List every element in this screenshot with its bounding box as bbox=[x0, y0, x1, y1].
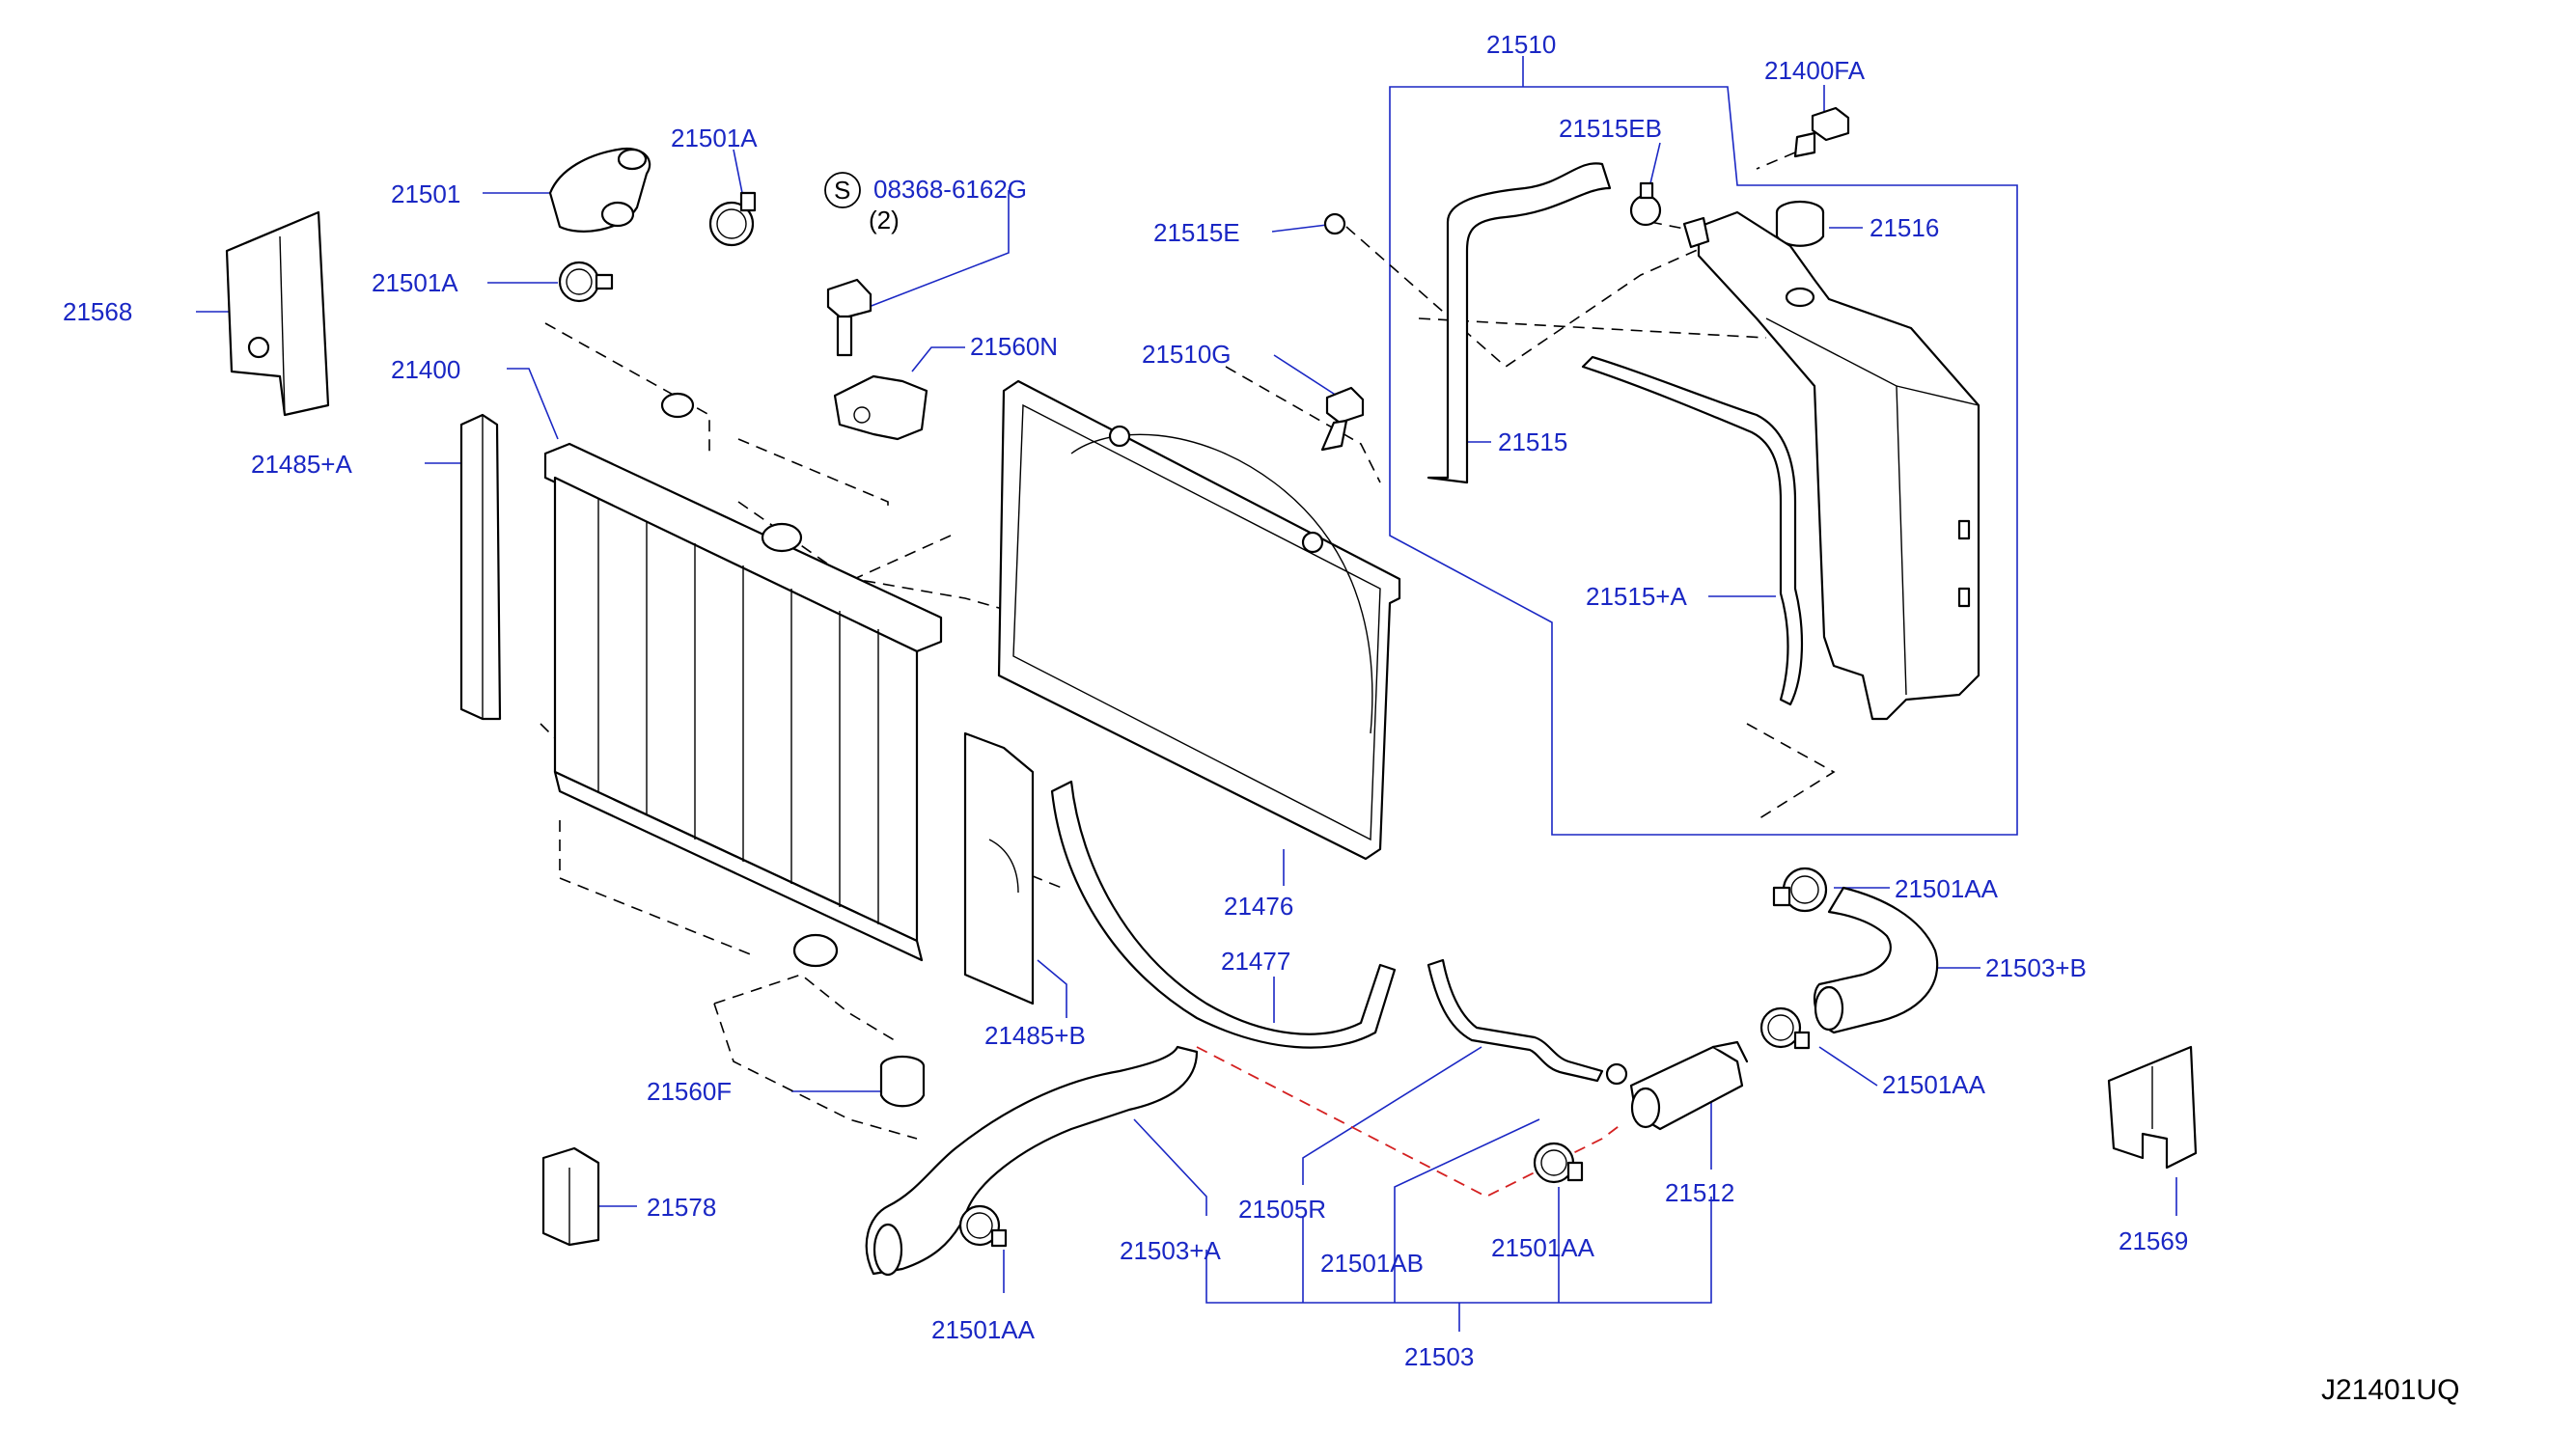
part-21516-cap bbox=[1775, 200, 1825, 247]
label-21560N: 21560N bbox=[970, 332, 1058, 361]
parts bbox=[225, 106, 2198, 1277]
label-21515EB: 21515EB bbox=[1559, 114, 1662, 143]
label-21501AA-r1: 21501AA bbox=[1895, 874, 1999, 903]
label-21501: 21501 bbox=[391, 179, 460, 208]
label-21503B: 21503+B bbox=[1985, 953, 2087, 982]
part-21501AB-clamp bbox=[1533, 1142, 1584, 1184]
part-08368-bolt bbox=[826, 278, 873, 357]
part-21400-radiator bbox=[543, 392, 943, 968]
label-21485B: 21485+B bbox=[984, 1021, 1086, 1050]
part-21400FA-bolt bbox=[1793, 106, 1850, 158]
part-21485A-seal bbox=[459, 413, 502, 721]
label-21515A: 21515+A bbox=[1586, 582, 1687, 611]
label-21568: 21568 bbox=[63, 297, 132, 326]
label-21512: 21512 bbox=[1665, 1178, 1734, 1207]
label-21510: 21510 bbox=[1486, 30, 1556, 59]
label-21501A-mid: 21501A bbox=[372, 268, 458, 297]
part-21568-bracket bbox=[225, 210, 330, 417]
label-21476: 21476 bbox=[1224, 892, 1293, 921]
label-21503: 21503 bbox=[1404, 1342, 1474, 1371]
part-21501AA-clamp-bl bbox=[958, 1204, 1008, 1248]
part-21560N-bracket bbox=[833, 374, 928, 441]
label-21477: 21477 bbox=[1221, 947, 1290, 976]
label-21501AA-bottom: 21501AA bbox=[931, 1315, 1036, 1344]
label-21400: 21400 bbox=[391, 355, 460, 384]
label-21501AB: 21501AB bbox=[1320, 1249, 1424, 1278]
part-21515EB-clamp bbox=[1629, 181, 1662, 227]
label-21510G: 21510G bbox=[1142, 340, 1232, 369]
label-21501AA-center: 21501AA bbox=[1491, 1233, 1595, 1262]
part-21501A-clamp-mid bbox=[558, 261, 614, 303]
label-21503A: 21503+A bbox=[1120, 1236, 1221, 1265]
part-21503B-hose bbox=[1813, 886, 1939, 1034]
part-21505R-hose bbox=[1426, 958, 1628, 1086]
diagram-code: J21401UQ bbox=[2321, 1374, 2459, 1406]
label-21400FA: 21400FA bbox=[1764, 56, 1866, 85]
part-labels: 21510 21400FA 21515EB 21501A S 08368-616… bbox=[63, 30, 2459, 1406]
part-21501AA-clamp-r2 bbox=[1759, 1006, 1811, 1050]
label-21578: 21578 bbox=[647, 1193, 716, 1222]
part-21569-bracket bbox=[2107, 1045, 2198, 1170]
label-21501AA-r2: 21501AA bbox=[1882, 1070, 1986, 1099]
part-21515A-hose bbox=[1581, 355, 1804, 706]
part-21501A-clamp-top bbox=[708, 191, 757, 247]
label-21569: 21569 bbox=[2119, 1226, 2188, 1255]
part-21501-hose bbox=[548, 147, 651, 233]
label-21501A-top: 21501A bbox=[671, 124, 758, 152]
part-21477-shroud-lower bbox=[1050, 780, 1397, 1049]
part-21512-connector bbox=[1629, 1040, 1749, 1131]
standard-part-symbol bbox=[824, 172, 861, 208]
part-21515-hose bbox=[1426, 162, 1612, 484]
standard-part-symbol-letter: S bbox=[834, 176, 850, 205]
label-21505R: 21505R bbox=[1238, 1195, 1326, 1224]
label-21516: 21516 bbox=[1870, 213, 1939, 242]
part-21485B-seal bbox=[963, 731, 1035, 1005]
label-08368-6162G: 08368-6162G bbox=[873, 175, 1027, 204]
part-21560F-mount bbox=[879, 1055, 926, 1108]
label-21515: 21515 bbox=[1498, 427, 1567, 456]
part-21501AA-clamp-r1 bbox=[1772, 867, 1828, 913]
label-08368-quantity: (2) bbox=[869, 206, 900, 234]
label-21560F: 21560F bbox=[647, 1077, 732, 1106]
part-21503A-hose bbox=[865, 1045, 1199, 1277]
label-21515E: 21515E bbox=[1153, 218, 1240, 247]
label-21485A: 21485+A bbox=[251, 450, 352, 479]
part-21510-reservoir-tank bbox=[1682, 210, 1980, 721]
part-21578-block bbox=[541, 1146, 600, 1247]
part-21510G-bolt bbox=[1320, 386, 1365, 452]
part-21476-shroud bbox=[997, 379, 1401, 861]
part-21515E-clip bbox=[1323, 212, 1346, 235]
